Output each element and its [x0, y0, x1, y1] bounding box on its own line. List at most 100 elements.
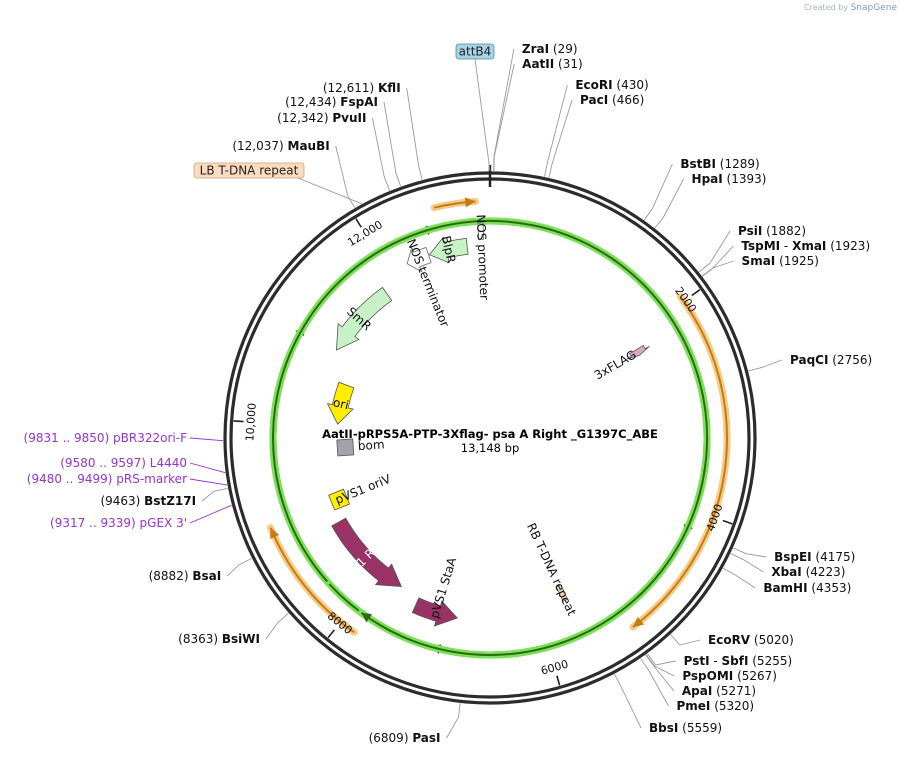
- ruler-tick: [691, 289, 701, 297]
- restriction-site-label[interactable]: PaqCI (2756): [790, 353, 872, 367]
- restriction-site-label[interactable]: EcoRV (5020): [708, 633, 794, 647]
- center-labels: AatII-pRPS5A-PTP-3Xflag- psa A Right _G1…: [322, 427, 658, 455]
- site-leader: [647, 653, 676, 666]
- primer-leader: [189, 478, 228, 486]
- orf-layer: [267, 197, 731, 659]
- orf-halo: [629, 293, 731, 631]
- ruler-tick-label: 12,000: [345, 218, 385, 249]
- lb-repeat-box[interactable]: [193, 162, 305, 179]
- site-leader: [548, 99, 573, 178]
- ruler-tick-label: 2000: [672, 285, 699, 315]
- restriction-site-label[interactable]: ZraI (29): [522, 42, 578, 56]
- primer-label[interactable]: (9317 .. 9339) pGEX 3': [50, 516, 187, 530]
- feature-pvs1-staa[interactable]: [411, 597, 458, 627]
- boxed-leader: [474, 58, 491, 172]
- restriction-site-label[interactable]: PstI - SbfI (5255): [684, 654, 793, 668]
- ruler-tick: [722, 519, 733, 525]
- feature-label-3xflag: 3xFLAG: [592, 347, 639, 382]
- primer-leader: [189, 437, 224, 442]
- site-leader: [645, 654, 675, 677]
- ruler-tick: [355, 218, 362, 228]
- restriction-site-label[interactable]: ApaI (5271): [682, 684, 756, 698]
- feature-label-ori: ori: [332, 395, 350, 412]
- site-leader: [383, 101, 402, 187]
- restriction-site-label[interactable]: EcoRI (430): [575, 78, 648, 92]
- ruler-tick: [556, 675, 561, 686]
- site-leader: [654, 178, 684, 229]
- feature-3xflag[interactable]: [626, 344, 650, 360]
- restriction-site-label[interactable]: BstBI (1289): [680, 157, 759, 171]
- snapgene-credit: Created by SnapGene: [804, 3, 897, 13]
- ruler-tick-label: 10,000: [243, 402, 259, 441]
- site-leader: [226, 558, 252, 577]
- restriction-site-label[interactable]: SmaI (1925): [742, 254, 819, 268]
- feature-ori[interactable]: [326, 381, 355, 425]
- site-leader: [446, 703, 461, 739]
- feature-label-pvs1-oriv: pVS1 oriV: [333, 471, 393, 506]
- orf-arrowhead: [270, 527, 280, 540]
- feature-pvs1-oriv[interactable]: [328, 488, 351, 511]
- restriction-site-label[interactable]: HpaI (1393): [692, 172, 767, 186]
- primer-leader: [189, 504, 232, 524]
- restriction-site-label[interactable]: PacI (466): [580, 93, 644, 107]
- feature-smr[interactable]: [335, 286, 393, 351]
- restriction-site-label[interactable]: PmeI (5320): [676, 699, 754, 713]
- site-leader: [730, 553, 764, 573]
- site-leader: [748, 359, 783, 372]
- restriction-site-label[interactable]: BspEI (4175): [774, 550, 855, 564]
- site-leader: [201, 488, 228, 502]
- restriction-site-label[interactable]: BamHI (4353): [763, 581, 851, 595]
- restriction-site-label[interactable]: (12,434) FspAI: [285, 95, 378, 109]
- primer-leader: [189, 462, 226, 474]
- site-leader: [335, 145, 356, 208]
- orf-arrowhead: [632, 616, 645, 628]
- restriction-site-label[interactable]: TspMI - XmaI (1923): [741, 239, 870, 253]
- site-leader: [733, 547, 767, 558]
- credit-prefix: Created by: [804, 3, 849, 12]
- restriction-site-label[interactable]: (8363) BsiWI: [178, 632, 260, 646]
- feature-blpr[interactable]: [428, 236, 469, 264]
- feature-label-blpr: BlpR: [439, 235, 459, 265]
- credit-brand: SnapGene: [850, 3, 897, 13]
- orf-line: [269, 527, 355, 634]
- site-leader: [493, 48, 515, 172]
- restriction-site-label[interactable]: (12,611) KflI: [323, 81, 401, 95]
- restriction-site-label[interactable]: (12,037) MauBI: [232, 139, 329, 153]
- feature-nos-promoter[interactable]: [477, 222, 485, 240]
- primer-label[interactable]: (9831 .. 9850) pBR322ori-F: [24, 431, 188, 445]
- primer-label[interactable]: (9480 .. 9499) pRS-marker: [27, 472, 187, 486]
- site-leader: [493, 63, 515, 172]
- feature-pvs1-repa[interactable]: [331, 517, 402, 588]
- plasmid-name: AatII-pRPS5A-PTP-3Xflag- psa A Right _G1…: [322, 427, 658, 442]
- site-leader: [643, 163, 673, 221]
- ruler-tick: [327, 629, 336, 639]
- orf-line: [632, 296, 728, 628]
- orf-line: [272, 220, 708, 656]
- feature-nos-terminator[interactable]: [406, 246, 432, 273]
- boxed-label: attB4: [459, 45, 492, 59]
- restriction-site-label[interactable]: AatII (31): [522, 57, 583, 71]
- restriction-site-label[interactable]: PspOMI (5267): [682, 669, 777, 683]
- restriction-site-label[interactable]: (12,342) PvuII: [277, 111, 366, 125]
- restriction-site-label[interactable]: BbsI (5559): [649, 721, 722, 735]
- site-leader: [670, 634, 701, 646]
- feature-bom[interactable]: [336, 438, 355, 457]
- restriction-site-label[interactable]: PsiI (1882): [738, 224, 806, 238]
- restriction-site-label[interactable]: XbaI (4223): [771, 565, 845, 579]
- site-leader: [265, 612, 289, 640]
- site-leader: [722, 567, 756, 589]
- restriction-site-label[interactable]: (6809) PasI: [369, 731, 441, 745]
- site-layer: ZraI (29)AatII (31) EcoRI (430)PacI (466)…: [24, 42, 873, 745]
- site-leader: [544, 84, 568, 177]
- restriction-site-label[interactable]: (9463) BstZ17I: [100, 494, 196, 508]
- site-leader: [640, 658, 669, 707]
- feature-label-nos-promoter: NOS promoter: [474, 214, 492, 300]
- feature-label-rb-t-dna-repeat: RB T-DNA repeat: [524, 521, 579, 618]
- primer-label[interactable]: (9580 .. 9597) L4440: [60, 456, 187, 470]
- site-leader: [406, 87, 423, 180]
- feature-rb-t-dna-repeat[interactable]: [555, 584, 569, 602]
- ruler-tick-label: 4000: [704, 502, 726, 533]
- site-leader: [698, 230, 731, 273]
- restriction-site-label[interactable]: (8882) BsaI: [149, 569, 222, 583]
